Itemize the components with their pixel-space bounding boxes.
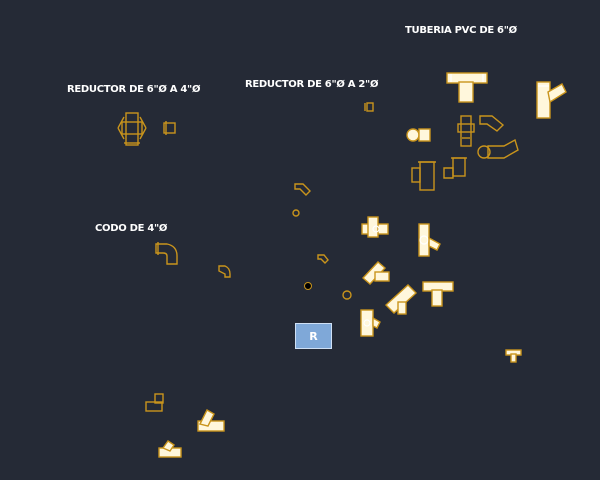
- tee-white-bottom: [158, 440, 182, 458]
- drain-point: [304, 282, 312, 290]
- tee-white-large: [446, 72, 488, 103]
- codo-4-elbow-large: [155, 242, 178, 265]
- cross-white-1: [361, 216, 389, 238]
- reductor-6-4-side-fitting: [163, 121, 176, 135]
- cleanout-gold: [342, 290, 352, 300]
- label-reductor-6-4: REDUCTOR DE 6"Ø A 4"Ø: [67, 84, 201, 95]
- elbow-gold-45: [479, 115, 505, 132]
- tee-gold-vertical: [457, 115, 475, 147]
- codo-4-elbow-small: [218, 265, 231, 278]
- tee-white-vertical: [418, 223, 441, 257]
- cap-gold-small: [292, 209, 300, 217]
- tee-gold-side: [411, 161, 436, 191]
- wye-white-pipe: [384, 284, 418, 315]
- label-reductor-6-2: REDUCTOR DE 6"Ø A 2"Ø: [245, 79, 379, 90]
- elbow-gold-curved: [477, 138, 519, 159]
- elbow-gold-down: [443, 157, 467, 179]
- reductor-6-4-front-fitting: [117, 112, 147, 146]
- r-button[interactable]: R: [295, 323, 332, 349]
- elbow-gold-small-2: [317, 254, 329, 264]
- elbow-gold-bottom: [145, 393, 164, 412]
- wye-white-diagonal: [361, 261, 390, 285]
- tee-white-front: [360, 309, 381, 337]
- label-tuberia-pvc-6: TUBERIA PVC DE 6"Ø: [405, 25, 517, 36]
- reductor-6-2-fitting: [364, 102, 374, 112]
- tee-white-tiny: [505, 349, 522, 363]
- tee-white-medium: [422, 281, 454, 307]
- elbow-white-small: [406, 128, 431, 142]
- elbow-gold-small-1: [294, 183, 311, 196]
- wye-white-large: [536, 81, 567, 119]
- wye-white-bottom: [197, 409, 225, 432]
- label-codo-4: CODO DE 4"Ø: [95, 223, 168, 234]
